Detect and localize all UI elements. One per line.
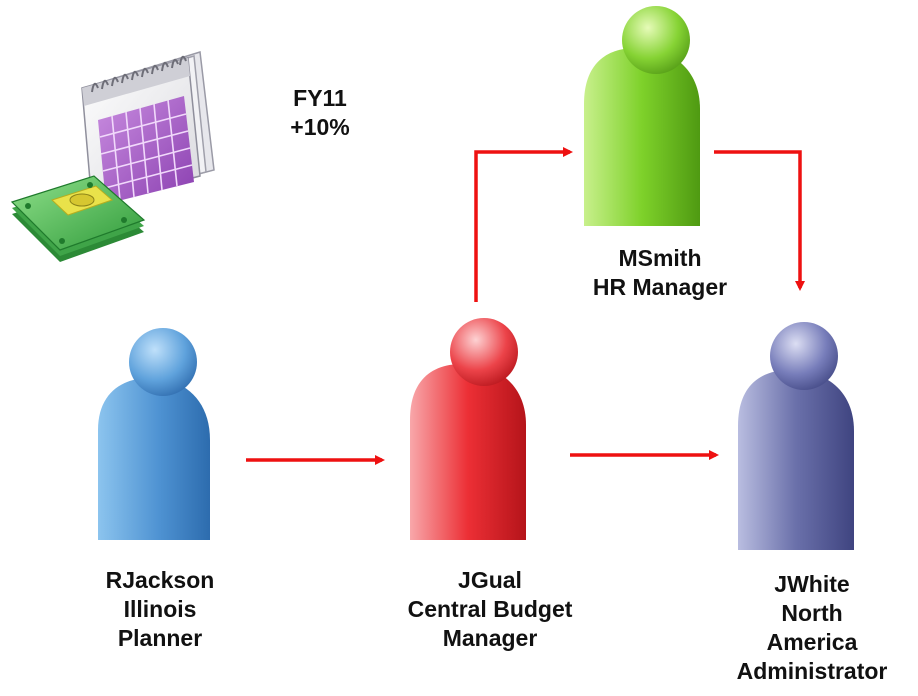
- person-msmith-label: MSmith HR Manager: [570, 244, 750, 302]
- person-msmith-figure: [584, 6, 700, 226]
- person-role-line1: Central Budget: [407, 596, 573, 622]
- person-jwhite-figure: [738, 322, 854, 550]
- person-rjackson-figure: [98, 328, 210, 540]
- person-jgual-label: JGual Central Budget Manager: [370, 566, 610, 653]
- person-jwhite-label: JWhite North America Administrator: [712, 570, 912, 686]
- person-region-line2: America: [766, 629, 858, 655]
- money-stack-icon: [10, 175, 146, 262]
- person-role: HR Manager: [592, 274, 728, 300]
- calendar-icon: [81, 51, 215, 205]
- person-name: MSmith: [618, 245, 702, 271]
- person-role: Planner: [117, 625, 203, 651]
- person-location: Illinois: [123, 596, 197, 622]
- person-rjackson-label: RJackson Illinois Planner: [60, 566, 260, 653]
- arrow-jgual-to-msmith: [474, 147, 573, 302]
- person-jgual-figure: [410, 318, 526, 540]
- arrow-msmith-to-jwhite: [714, 150, 805, 291]
- person-region-line1: North: [781, 600, 843, 626]
- person-name: JWhite: [774, 571, 850, 597]
- person-name: RJackson: [105, 567, 215, 593]
- budget-note: FY11 +10%: [270, 84, 370, 142]
- person-role-line2: Manager: [442, 625, 538, 651]
- workflow-arrows: [246, 147, 805, 465]
- budget-year: FY11: [293, 85, 347, 111]
- person-name: JGual: [458, 567, 522, 593]
- budget-change: +10%: [290, 114, 350, 140]
- person-role: Administrator: [736, 658, 888, 684]
